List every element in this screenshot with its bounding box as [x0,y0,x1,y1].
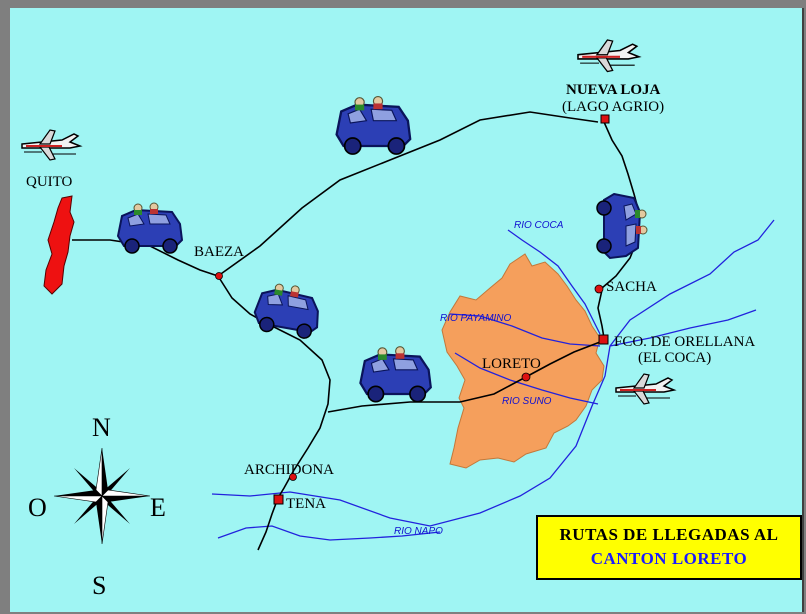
label-tena: TENA [286,496,326,512]
bus-icon [359,345,432,403]
road-baeza-archidona [217,275,331,471]
compass-rose-icon [53,447,151,545]
canton-loreto-shape [441,253,605,469]
label-loreto: LORETO [482,356,541,372]
river-napo-lower-line [217,525,441,541]
label-nueva-loja-alt: (LAGO AGRIO) [562,99,664,115]
label-orellana-alt: (EL COCA) [638,350,711,366]
label-baeza: BAEZA [194,244,244,260]
town-marker-icon [215,272,223,280]
river-napo-upper-line [609,309,757,347]
airplane-icon [21,129,81,161]
road-sacha-orellana [597,289,605,339]
river-coca-line [507,229,601,335]
road-archidona-tena [257,469,295,551]
bus-icon [335,95,412,156]
road-quito-baeza [72,239,219,277]
town-markers [215,114,610,505]
bus-icon [596,193,648,259]
legend-line-1: RUTAS DE LLEGADAS AL [559,525,779,544]
town-marker-icon [594,284,604,294]
label-river-payamino: RIO PAYAMINO [440,313,512,324]
label-quito: QUITO [26,174,73,190]
road-baeza-nueva-loja [217,111,599,277]
town-marker-icon [273,494,284,505]
label-river-napo: RIO NAPO [394,526,443,537]
label-sacha: SACHA [606,279,657,295]
ecuador-outline [43,195,75,295]
map-svg: N S E O QUITO BAEZA NUEVA LOJA (LAGO AGR… [21,38,775,600]
bus-icon [117,202,183,254]
compass-west-label: O [28,493,47,522]
compass-south-label: S [92,571,106,600]
map-canvas: N S E O QUITO BAEZA NUEVA LOJA (LAGO AGR… [10,8,804,612]
compass-east-label: E [150,493,166,522]
label-river-coca: RIO COCA [514,220,564,231]
label-nueva-loja: NUEVA LOJA [566,82,660,98]
roads [72,111,641,551]
town-marker-icon [598,334,609,345]
bus-icon [250,278,325,342]
compass-north-label: N [92,413,111,442]
rivers [211,219,775,541]
label-orellana: FCO. DE ORELLANA [614,334,755,350]
river-payamino-line [449,313,601,347]
town-marker-icon [600,114,610,124]
river-napo-line [211,219,775,527]
label-river-suno: RIO SUNO [502,396,552,407]
airplane-icon [615,373,675,405]
river-suno-line [454,352,599,405]
label-archidona: ARCHIDONA [244,462,334,478]
town-marker-icon [289,473,297,481]
town-marker-icon [521,372,531,382]
road-to-loreto [327,341,601,413]
legend-line-2: CANTON LORETO [590,549,748,568]
airplane-icon [576,38,640,73]
map-legend-box: RUTAS DE LLEGADAS AL CANTON LORETO [536,515,802,580]
